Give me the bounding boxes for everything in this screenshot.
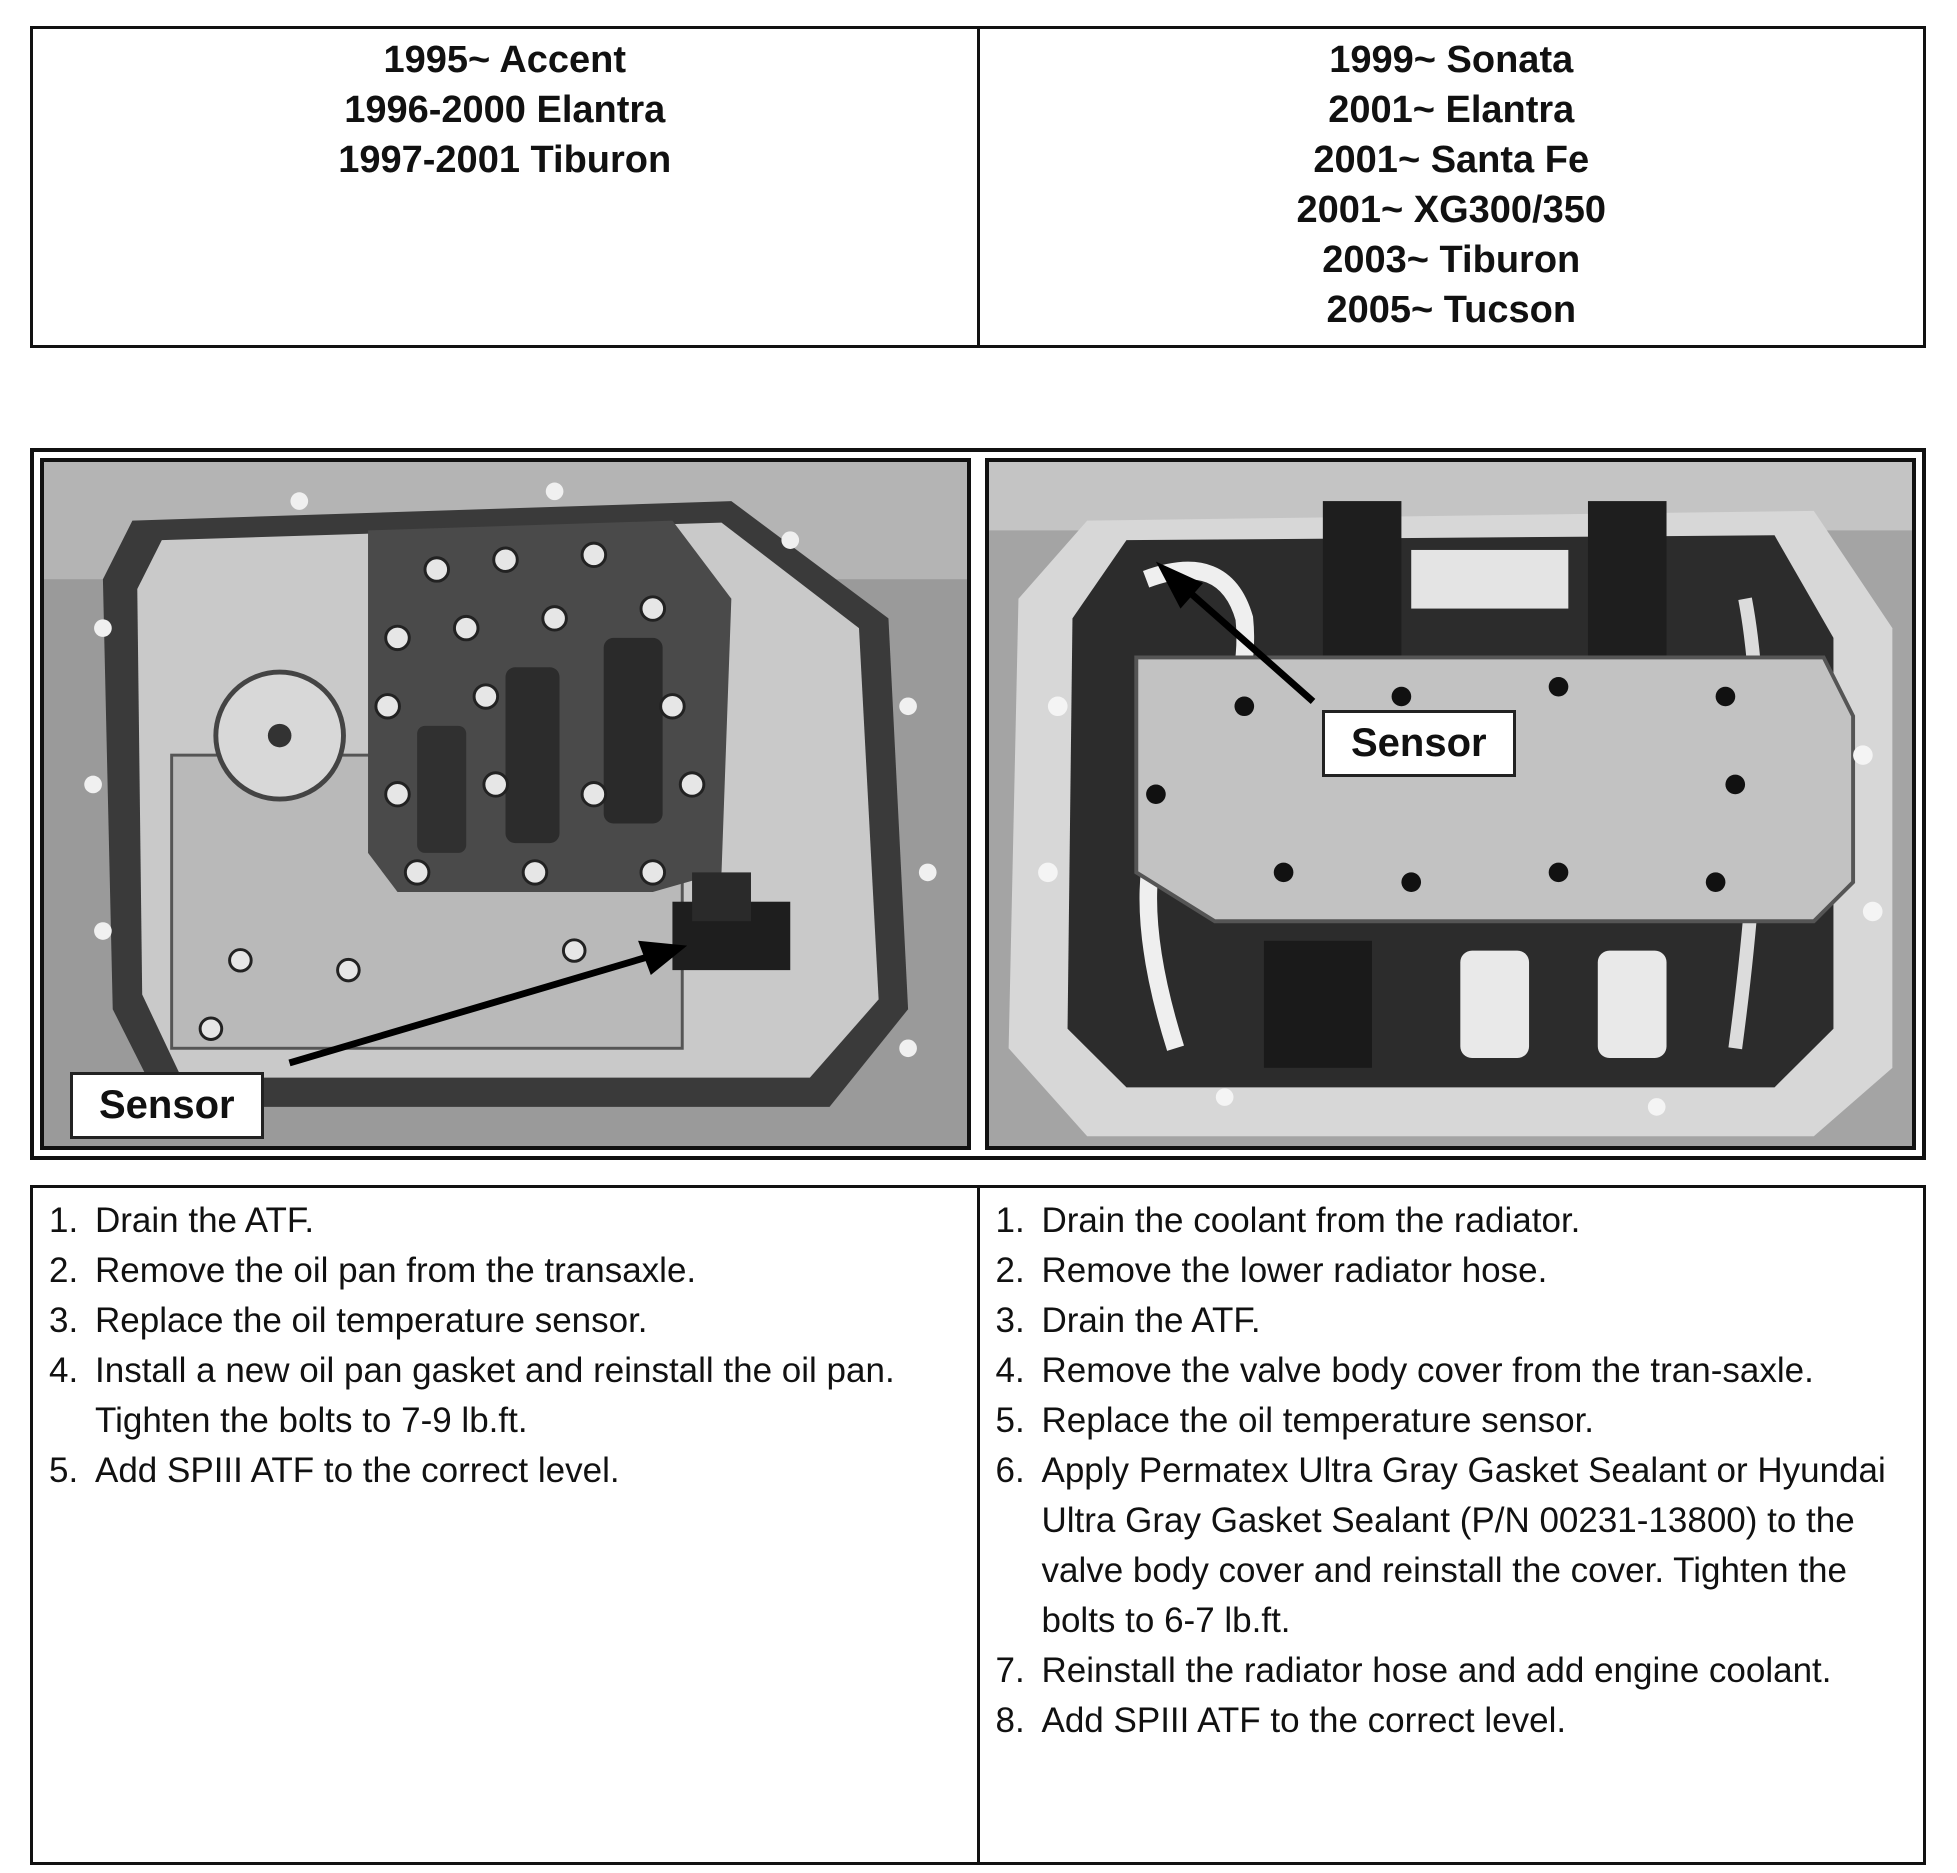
model-line: 2003~ Tiburon	[1322, 239, 1581, 281]
step-number: 3.	[995, 1301, 1025, 1340]
list-item: 4. Install a new oil pan gasket and reins…	[49, 1346, 963, 1446]
model-line: 1997-2001 Tiburon	[338, 139, 672, 181]
valve-body-illustration-right	[989, 462, 1912, 1146]
list-item: 2. Remove the lower radiator hose.	[996, 1246, 1910, 1296]
model-line: 1996-2000 Elantra	[344, 89, 666, 131]
models-column-right: 1999~ Sonata 2001~ Elantra 2001~ Santa F…	[976, 29, 1924, 345]
list-item: 5. Replace the oil temperature sensor.	[996, 1396, 1910, 1446]
step-text: Reinstall the radiator hose and add engi…	[1041, 1651, 1832, 1690]
step-text: Remove the oil pan from the transaxle.	[95, 1251, 697, 1290]
step-text: Remove the valve body cover from the tra…	[1041, 1351, 1814, 1390]
list-item: 5. Add SPIII ATF to the correct level.	[49, 1446, 963, 1496]
valve-body-illustration-left	[44, 462, 967, 1146]
step-number: 4.	[995, 1351, 1025, 1390]
step-number: 5.	[49, 1451, 79, 1490]
step-number: 2.	[995, 1251, 1025, 1290]
list-item: 1. Drain the ATF.	[49, 1196, 963, 1246]
model-line: 1995~ Accent	[383, 39, 627, 81]
model-line: 2001~ XG300/350	[1296, 189, 1607, 231]
step-number: 1.	[49, 1201, 79, 1240]
steps-list-left: 1. Drain the ATF. 2. Remove the oil pan fr…	[49, 1196, 963, 1496]
model-line: 2005~ Tucson	[1326, 289, 1577, 331]
photo-frame: Sensor	[30, 448, 1926, 1160]
valve-body-photo-right: Sensor	[985, 458, 1916, 1150]
model-line: 2001~ Santa Fe	[1313, 139, 1590, 181]
models-column-left: 1995~ Accent 1996-2000 Elantra 1997-2001…	[33, 29, 977, 345]
list-item: 2. Remove the oil pan from the transaxle.	[49, 1246, 963, 1296]
sensor-label-left: Sensor	[70, 1072, 264, 1139]
step-number: 2.	[49, 1251, 79, 1290]
step-number: 3.	[49, 1301, 79, 1340]
step-number: 5.	[995, 1401, 1025, 1440]
list-item: 1. Drain the coolant from the radiator.	[996, 1196, 1910, 1246]
steps-list-right: 1. Drain the coolant from the radiator. 2…	[996, 1196, 1910, 1746]
step-text: Drain the ATF.	[1041, 1301, 1261, 1340]
valve-body-photo-left: Sensor	[40, 458, 971, 1150]
step-text: Add SPIII ATF to the correct level.	[1041, 1701, 1567, 1740]
models-table: 1995~ Accent 1996-2000 Elantra 1997-2001…	[30, 26, 1926, 348]
list-item: 6. Apply Permatex Ultra Gray Gasket Seala…	[996, 1446, 1910, 1646]
model-line: 1999~ Sonata	[1329, 39, 1574, 81]
step-text: Add SPIII ATF to the correct level.	[95, 1451, 620, 1490]
step-number: 7.	[995, 1651, 1025, 1690]
step-number: 4.	[49, 1351, 79, 1390]
step-number: 8.	[995, 1701, 1025, 1740]
step-text: Drain the coolant from the radiator.	[1041, 1201, 1581, 1240]
step-number: 6.	[995, 1451, 1025, 1490]
step-text: Replace the oil temperature sensor.	[1041, 1401, 1595, 1440]
list-item: 3. Drain the ATF.	[996, 1296, 1910, 1346]
steps-column-left: 1. Drain the ATF. 2. Remove the oil pan fr…	[33, 1188, 977, 1862]
list-item: 3. Replace the oil temperature sensor.	[49, 1296, 963, 1346]
step-number: 1.	[995, 1201, 1025, 1240]
list-item: 7. Reinstall the radiator hose and add en…	[996, 1646, 1910, 1696]
model-line: 2001~ Elantra	[1328, 89, 1575, 131]
step-text: Apply Permatex Ultra Gray Gasket Sealant…	[1041, 1451, 1886, 1640]
list-item: 4. Remove the valve body cover from the t…	[996, 1346, 1910, 1396]
step-text: Replace the oil temperature sensor.	[95, 1301, 648, 1340]
steps-table: 1. Drain the ATF. 2. Remove the oil pan fr…	[30, 1185, 1926, 1865]
step-text: Install a new oil pan gasket and reinsta…	[95, 1351, 895, 1440]
step-text: Drain the ATF.	[95, 1201, 315, 1240]
steps-column-right: 1. Drain the coolant from the radiator. 2…	[976, 1188, 1924, 1862]
list-item: 8. Add SPIII ATF to the correct level.	[996, 1696, 1910, 1746]
sensor-label-right: Sensor	[1322, 710, 1516, 777]
step-text: Remove the lower radiator hose.	[1041, 1251, 1548, 1290]
